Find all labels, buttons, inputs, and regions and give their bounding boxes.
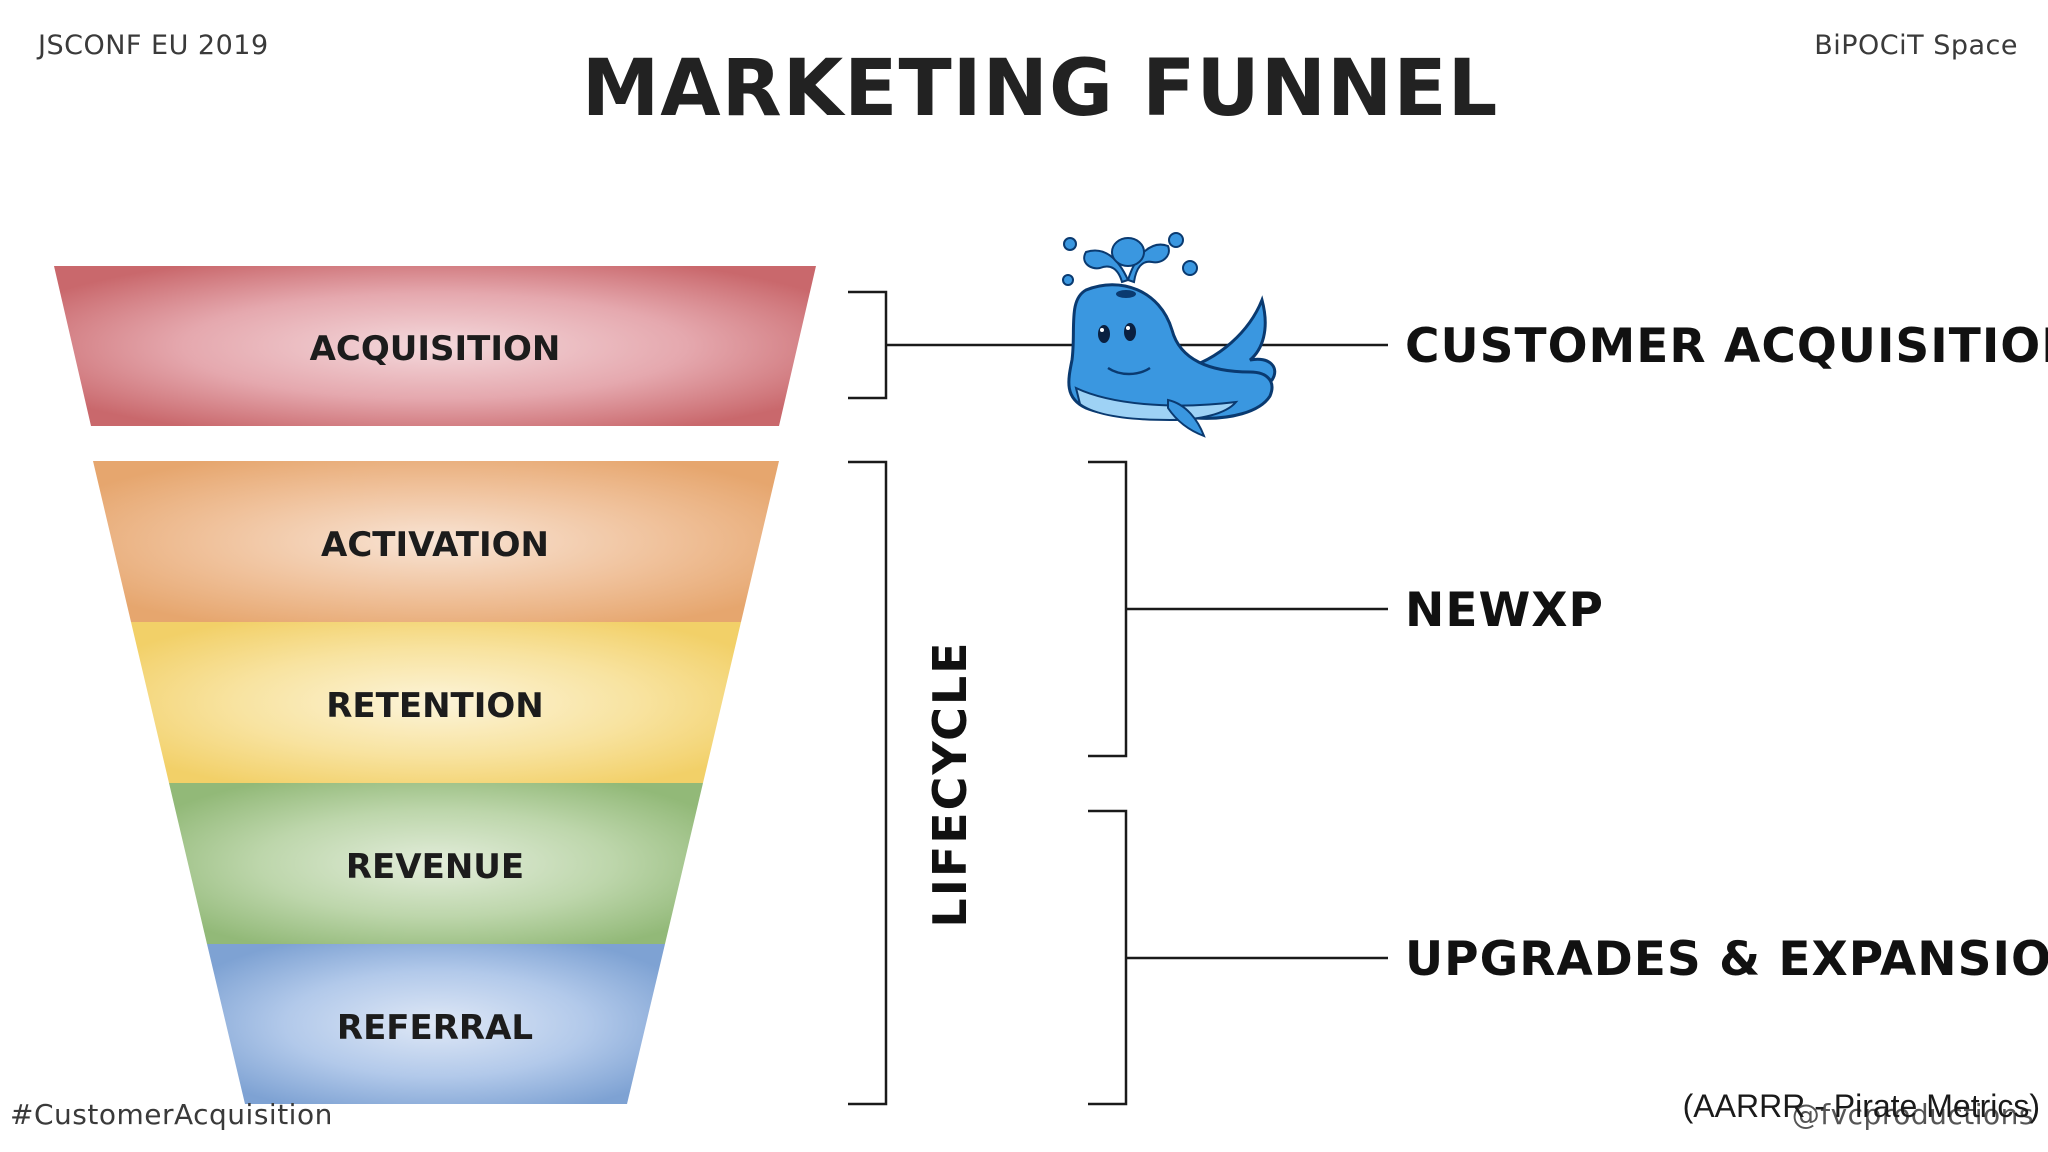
funnel-stage-acquisition: ACQUISITION (54, 266, 816, 426)
newxp-label: NEWXP (1405, 583, 1604, 638)
space-label: BiPOCiT Space (1814, 30, 2018, 61)
pirate-metrics-note: (AARRR - Pirate Metrics) (1682, 1088, 2040, 1124)
conference-label: JSCONF EU 2019 (38, 30, 269, 61)
whale-icon (1062, 232, 1277, 438)
bracket-upgrades (1088, 809, 1388, 1106)
bracket-lifecycle (848, 460, 888, 1106)
slide-title: MARKETING FUNNEL (581, 44, 1499, 134)
bracket-newxp (1088, 460, 1388, 758)
stage-label-revenue: REVENUE (346, 847, 524, 887)
author-handle: @fvcproductions (1791, 1098, 2034, 1131)
hashtag-label: #CustomerAcquisition (10, 1098, 333, 1131)
lifecycle-label: LIFECYCLE (923, 640, 977, 927)
funnel-stage-revenue: REVENUE (169, 783, 703, 944)
stage-label-referral: REFERRAL (337, 1008, 533, 1048)
customer-acquisition-label: CUSTOMER ACQUISITION (1405, 319, 2048, 374)
upgrades-expansion-label: UPGRADES & EXPANSION (1405, 932, 2048, 987)
funnel-stage-activation: ACTIVATION (93, 461, 779, 622)
stage-label-retention: RETENTION (326, 686, 543, 726)
funnel-stage-retention: RETENTION (131, 622, 741, 783)
stage-label-activation: ACTIVATION (321, 525, 549, 565)
stage-label-acquisition: ACQUISITION (310, 329, 561, 369)
funnel-stage-referral: REFERRAL (207, 944, 665, 1104)
